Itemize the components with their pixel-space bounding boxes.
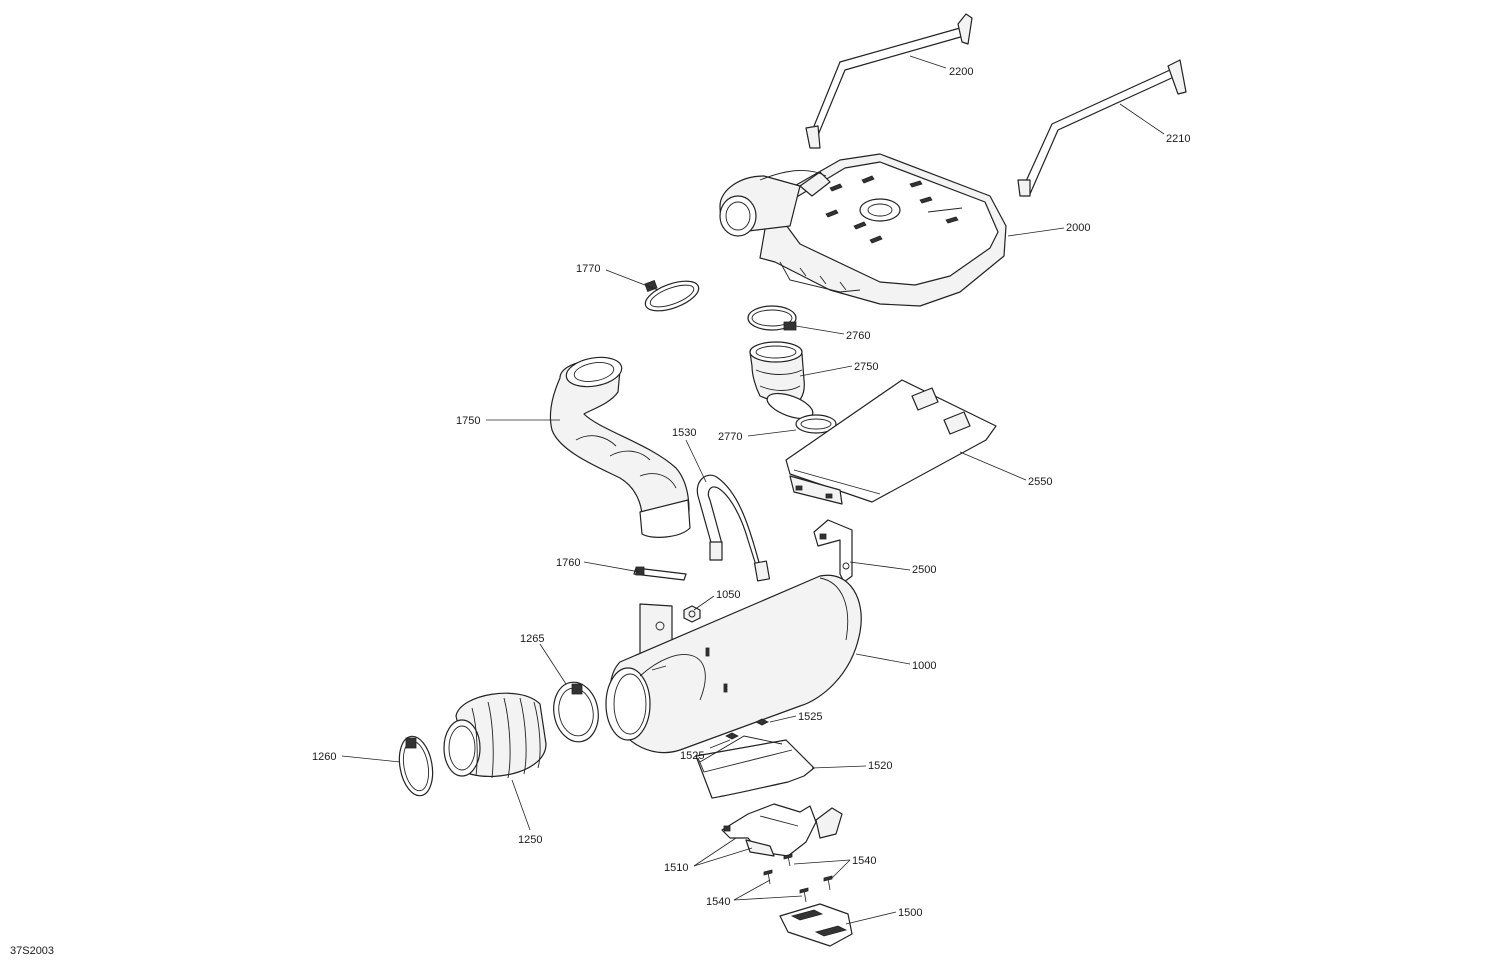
label-1525-upper: 1525 (798, 711, 822, 723)
label-1540-right: 1540 (852, 855, 876, 867)
guard-1520 (695, 735, 815, 799)
part-labels: 2200 2210 2000 1770 2760 2750 1750 2770 … (10, 66, 1190, 957)
label-2200: 2200 (949, 66, 973, 78)
duct-1750 (549, 356, 691, 538)
elbow-2750 (749, 341, 805, 409)
label-2770: 2770 (718, 431, 742, 443)
clamp-2770 (766, 392, 837, 434)
drawing-id: 37S2003 (10, 945, 54, 957)
bellows-1250 (443, 692, 547, 779)
label-1530: 1530 (672, 427, 696, 439)
label-1770: 1770 (576, 263, 600, 275)
clamp-1260 (398, 735, 434, 797)
label-2210: 2210 (1166, 133, 1190, 145)
label-1750: 1750 (456, 415, 480, 427)
airbox-2000 (719, 153, 1007, 307)
bracket-2500 (813, 519, 853, 583)
label-2750: 2750 (854, 361, 878, 373)
label-2550: 2550 (1028, 476, 1052, 488)
label-2500: 2500 (912, 564, 936, 576)
muffler-1000 (605, 574, 862, 754)
bolts-1525 (725, 718, 769, 740)
strap-2200 (805, 13, 973, 149)
clamp-1770 (644, 280, 700, 312)
nut-1050 (683, 605, 701, 623)
leader-lines (341, 55, 1165, 925)
tie-1760 (633, 566, 687, 581)
label-1250: 1250 (518, 834, 542, 846)
label-1525-lower: 1525 (680, 750, 704, 762)
brackets-1510 (721, 803, 843, 857)
clamp-1265 (553, 681, 599, 743)
skid-plate-1500 (779, 903, 853, 947)
label-1000: 1000 (912, 660, 936, 672)
label-2000: 2000 (1066, 222, 1090, 234)
label-1500: 1500 (898, 907, 922, 919)
label-1510: 1510 (664, 862, 688, 874)
heat-shield-2550 (785, 379, 997, 505)
screws-1540 (763, 853, 833, 903)
label-1760: 1760 (556, 557, 580, 569)
label-1260: 1260 (312, 751, 336, 763)
strap-2210 (1017, 59, 1187, 197)
label-1520: 1520 (868, 760, 892, 772)
clamp-2760 (747, 305, 797, 331)
strap-1530 (696, 474, 771, 582)
label-1265: 1265 (520, 633, 544, 645)
label-1050: 1050 (716, 589, 740, 601)
label-1540-left: 1540 (706, 896, 730, 908)
label-2760: 2760 (846, 330, 870, 342)
